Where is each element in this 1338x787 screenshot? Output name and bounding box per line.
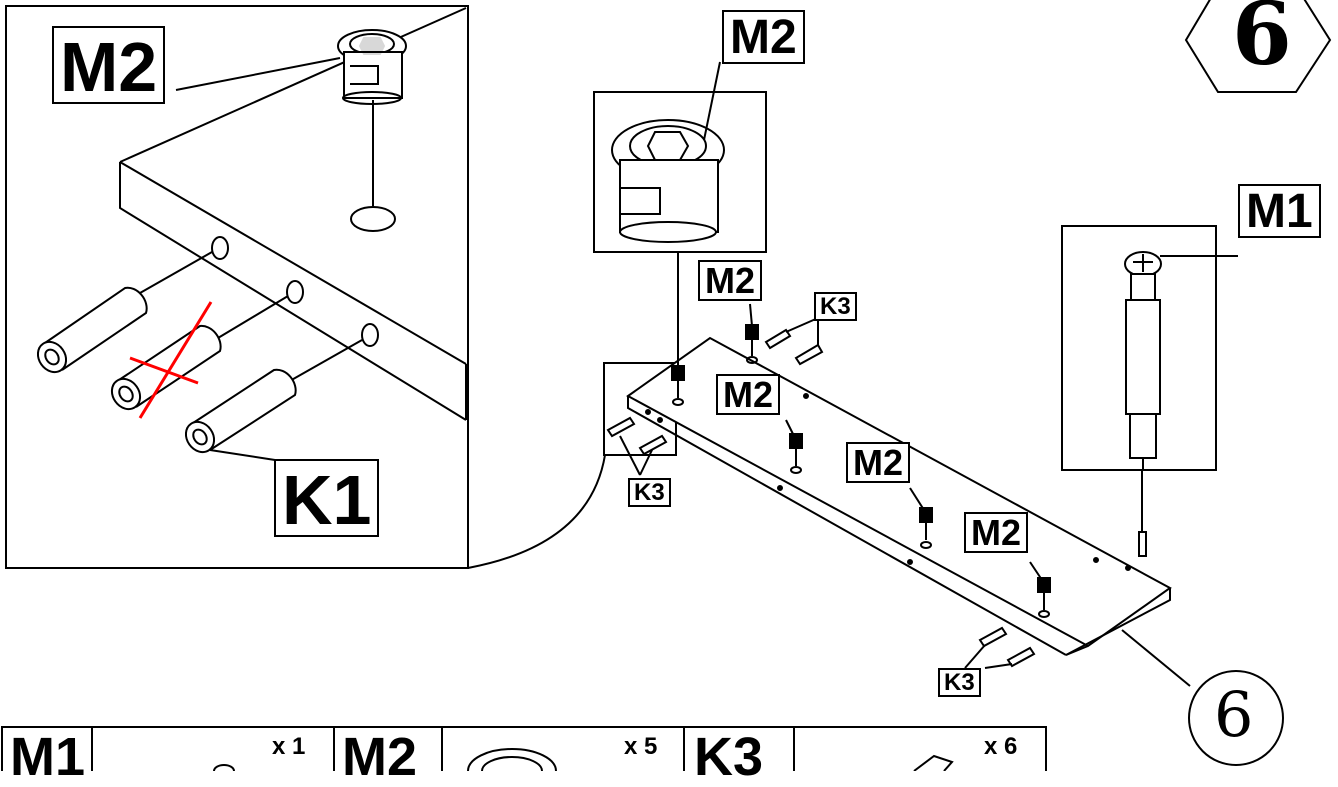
- table-qty-m1: x 1: [272, 733, 306, 760]
- label-m2-b: M2: [716, 374, 781, 415]
- dowel-3: [184, 368, 297, 454]
- table-part-id-m1: M1: [10, 727, 86, 787]
- m1-zoom: [1061, 225, 1238, 471]
- label-m2-a: M2: [698, 260, 763, 301]
- cross-out-mark: [129, 301, 213, 419]
- k3-dowel-l-2: [638, 434, 668, 456]
- m2-zoom: [593, 61, 767, 366]
- table-part-id-k3: K3: [694, 727, 764, 787]
- label-k3-top: K3: [814, 292, 857, 321]
- detail-board: [119, 7, 467, 421]
- board-cam-4: [919, 507, 933, 549]
- dowel-2-excluded: [110, 324, 222, 411]
- board-bolt: [1138, 470, 1147, 557]
- label-m2-zoom: M2: [722, 10, 805, 64]
- table-qty-m2: x 5: [624, 733, 658, 760]
- leader-k1-detail: [209, 449, 276, 461]
- leader-m2-detail: [175, 57, 341, 91]
- k3-dowel-tl-1: [764, 328, 792, 350]
- table-part-id-m2: M2: [342, 727, 418, 787]
- assembly-drawing: [1, 0, 1332, 771]
- k3-dowel-b-1: [978, 626, 1008, 648]
- step-hexagon: [1184, 0, 1332, 93]
- dowel-hole-2: [286, 280, 304, 304]
- part-number: 6: [1214, 678, 1254, 751]
- dowel-hole-1: [211, 236, 229, 260]
- label-m2-d: M2: [964, 512, 1029, 553]
- k3-dowel-tl-2: [794, 343, 824, 366]
- label-m1-zoom: M1: [1238, 184, 1321, 238]
- callout-arc: [467, 454, 606, 569]
- board-cam-2: [745, 324, 759, 364]
- part-number-circle: [1188, 670, 1284, 766]
- board-cam-3: [789, 433, 803, 474]
- k3-dowel-b-2: [1006, 646, 1036, 668]
- detail-inset: [5, 5, 469, 569]
- cam-hole: [350, 206, 396, 232]
- step-number: 6: [1232, 0, 1292, 85]
- cam-fitting-detail: [337, 29, 407, 105]
- label-m2-c: M2: [846, 442, 911, 483]
- k3-dowel-l-1: [606, 416, 636, 438]
- label-k1-detail: K1: [274, 459, 380, 537]
- table-qty-k3: x 6: [984, 733, 1018, 760]
- board-cam-5: [1037, 577, 1051, 618]
- label-m2-detail: M2: [52, 26, 166, 104]
- parts-table: [1, 726, 1047, 771]
- dowel-hole-3: [361, 323, 379, 347]
- label-k3-bottom: K3: [938, 668, 981, 697]
- label-k3-left: K3: [628, 478, 671, 507]
- dowel-1: [36, 286, 148, 374]
